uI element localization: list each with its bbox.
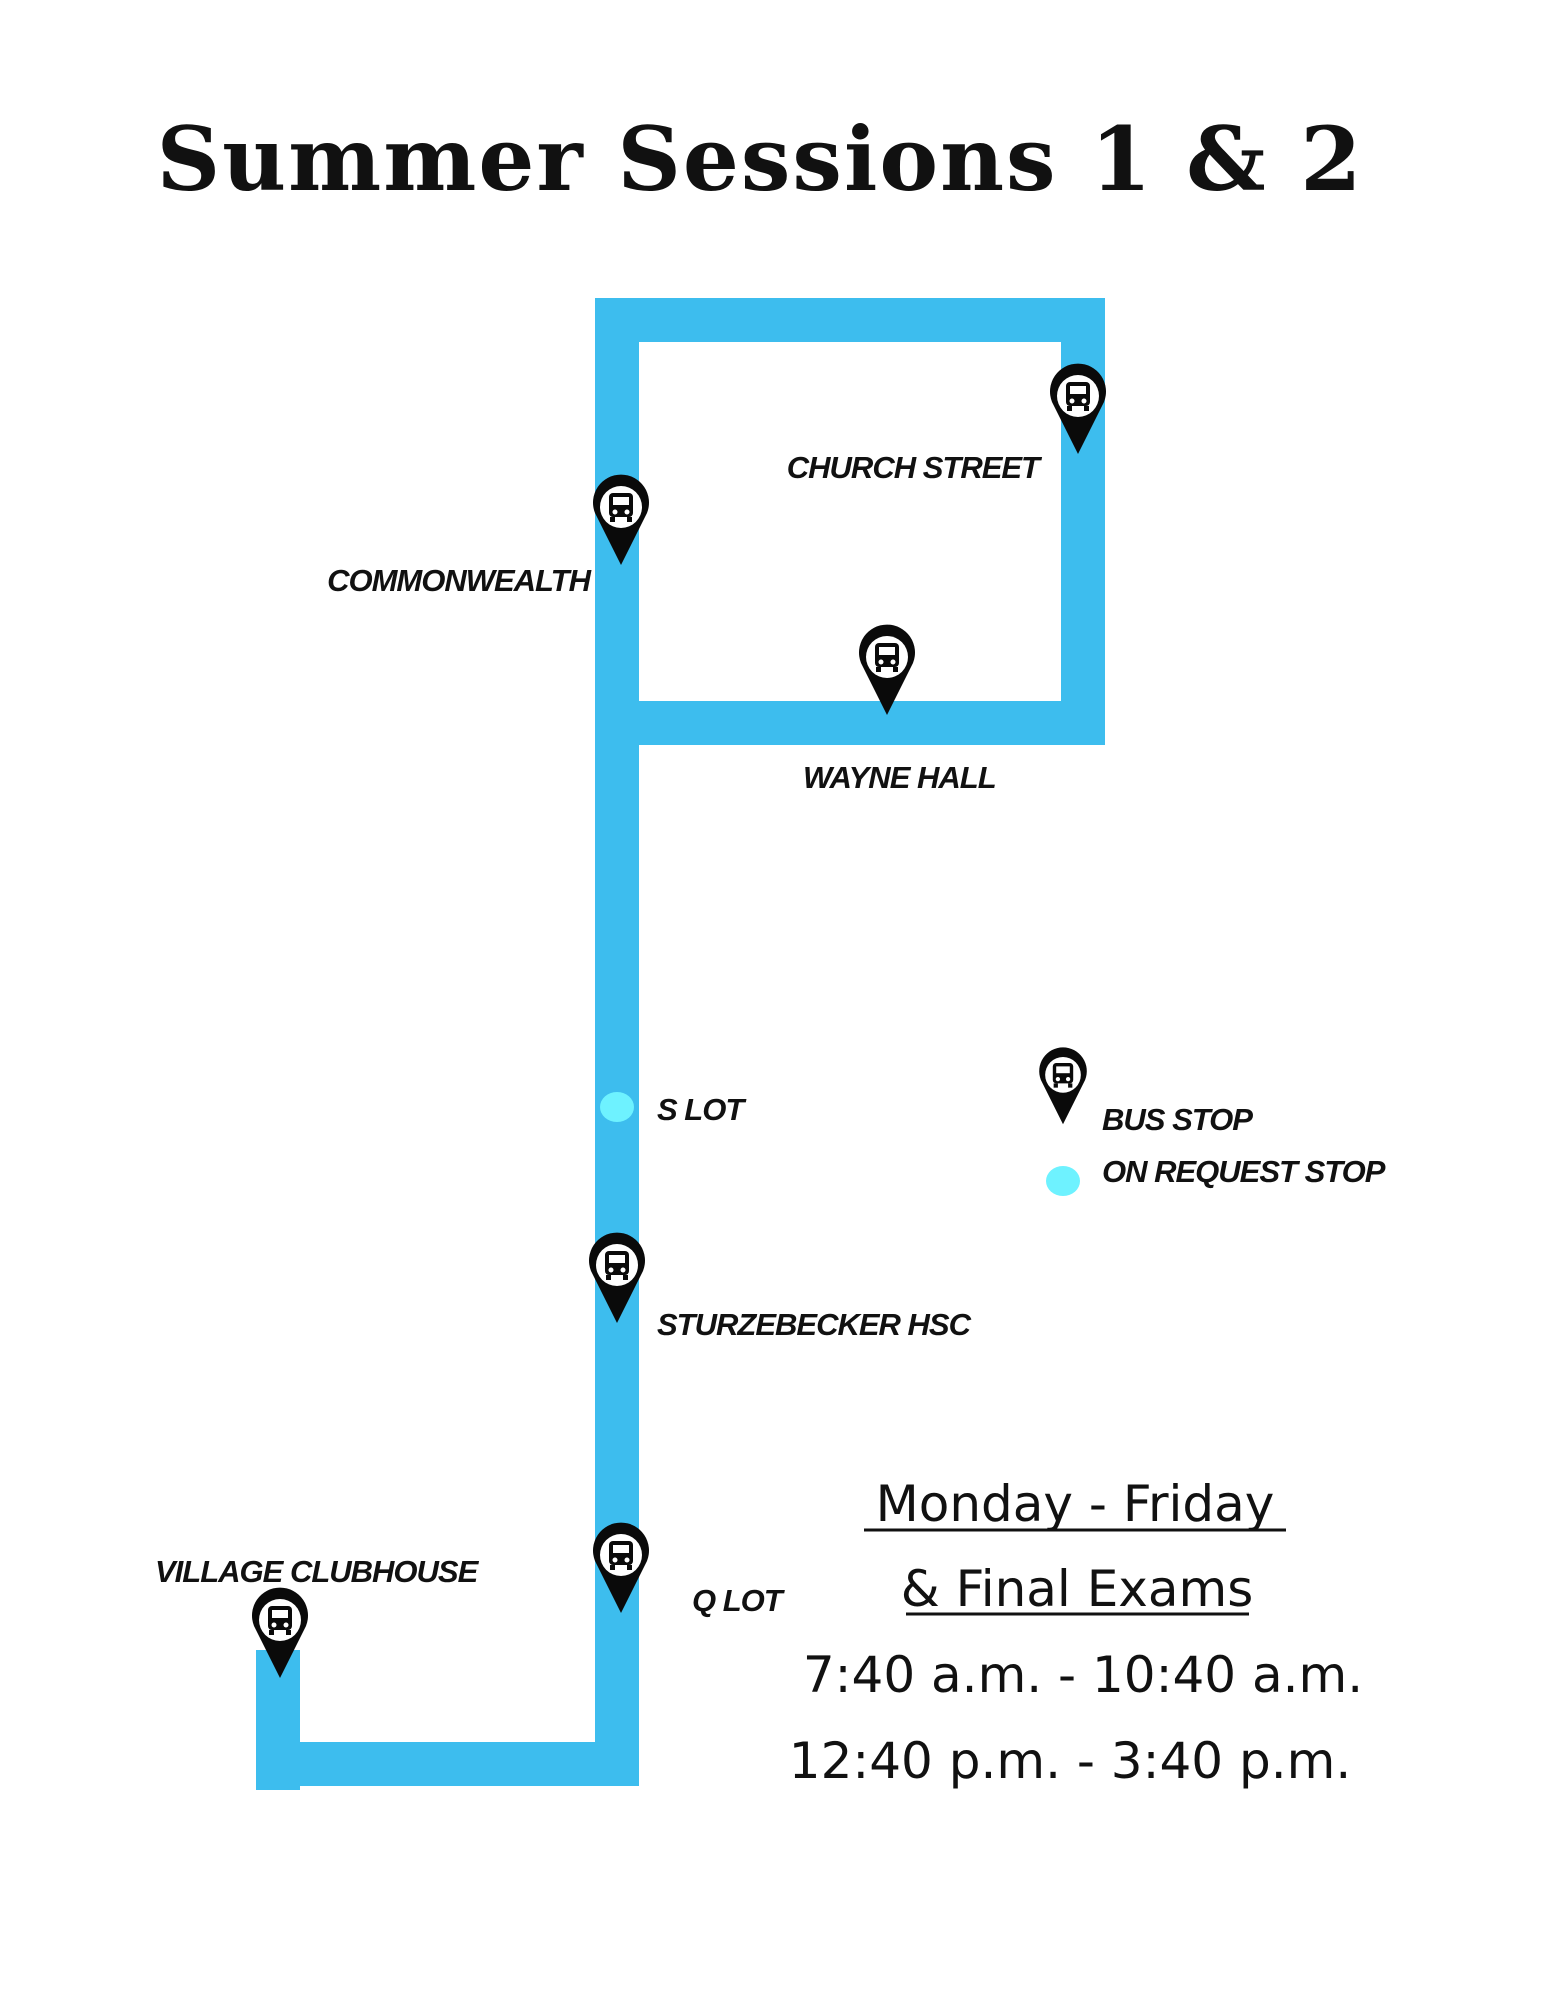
legend-on-request-label: ON REQUEST STOP [1102, 1154, 1386, 1189]
page-title: Summer Sessions 1 & 2 [157, 107, 1364, 211]
stop-label-commonwealth: COMMONWEALTH [327, 563, 592, 598]
on-request-stop-marker[interactable] [600, 1092, 634, 1122]
schedule-days: Monday - Friday [876, 1475, 1275, 1533]
schedule-exams: & Final Exams [901, 1560, 1254, 1618]
stop-label-s-lot: S LOT [657, 1092, 747, 1127]
schedule-time-afternoon: 12:40 p.m. - 3:40 p.m. [789, 1732, 1351, 1790]
legend-on-request-dot [1046, 1166, 1080, 1196]
schedule-time-morning: 7:40 a.m. - 10:40 a.m. [803, 1646, 1363, 1704]
bus-icon [1039, 1047, 1087, 1125]
stop-label-q-lot: Q LOT [692, 1583, 786, 1618]
legend-bus-stop-label: BUS STOP [1102, 1102, 1253, 1137]
stop-label-village-clubhouse: VILLAGE CLUBHOUSE [155, 1554, 480, 1589]
stop-label-church-street: CHURCH STREET [787, 450, 1043, 485]
stop-label-sturzebecker-hsc: STURZEBECKER HSC [657, 1307, 972, 1342]
map-legend: BUS STOP ON REQUEST STOP [1039, 1047, 1387, 1196]
stop-label-wayne-hall: WAYNE HALL [803, 760, 996, 795]
schedule-block: Monday - Friday & Final Exams 7:40 a.m. … [789, 1475, 1363, 1790]
